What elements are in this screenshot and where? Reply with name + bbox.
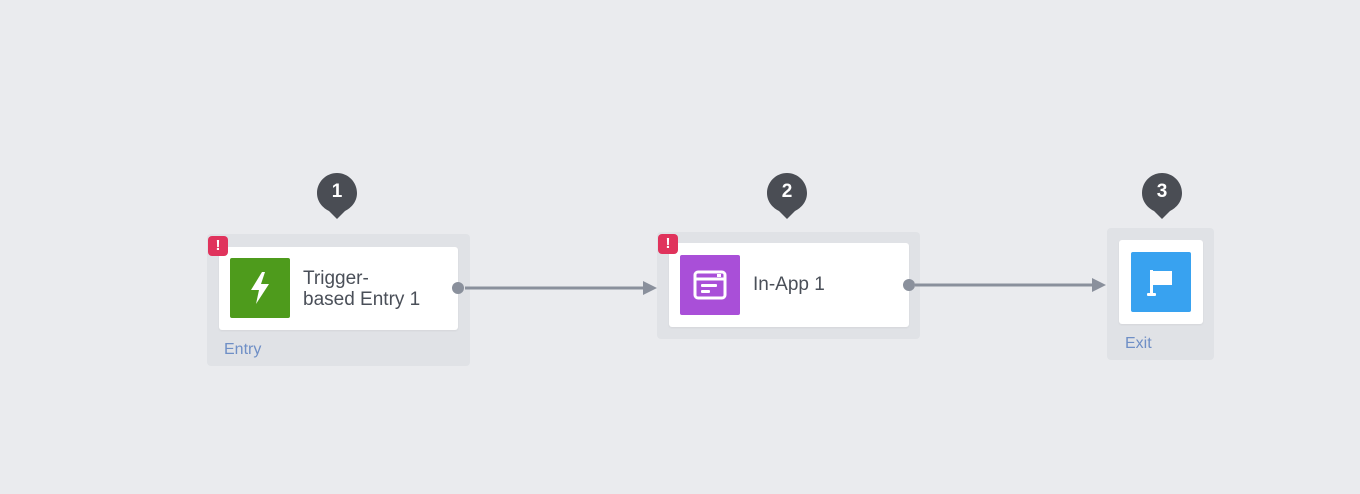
step-marker-1: 1 (316, 172, 358, 222)
connector-arrow (915, 278, 1106, 292)
output-port[interactable] (903, 279, 915, 291)
step-number: 1 (331, 181, 343, 202)
pin-marker-icon (767, 173, 807, 219)
in-app-node[interactable]: In-App 1 (669, 243, 915, 327)
in-app-group: In-App 1 (657, 232, 920, 339)
node-title: In-App 1 (753, 274, 825, 295)
exit-group: Exit (1107, 228, 1214, 360)
flag-icon (1131, 252, 1191, 312)
exit-node[interactable] (1119, 240, 1203, 324)
output-port[interactable] (452, 282, 464, 294)
warning-icon[interactable]: ! (658, 234, 678, 254)
group-label-exit: Exit (1125, 335, 1152, 352)
pin-marker-icon (1142, 173, 1182, 219)
trigger-entry-node[interactable]: Trigger- based Entry 1 (219, 247, 464, 330)
node-title: Trigger- based Entry 1 (303, 268, 421, 310)
pin-marker-icon (317, 173, 357, 219)
step-number: 2 (781, 181, 793, 202)
step-number: 3 (1156, 181, 1168, 202)
step-marker-3: 3 (1141, 172, 1183, 222)
entry-group: Trigger- based Entry 1 Entry (207, 234, 470, 366)
group-label-entry: Entry (224, 341, 262, 358)
warning-icon[interactable]: ! (208, 236, 228, 256)
connector-arrow (465, 281, 657, 295)
lightning-bolt-icon (230, 258, 290, 318)
in-app-message-icon (680, 255, 740, 315)
step-marker-2: 2 (766, 172, 808, 222)
